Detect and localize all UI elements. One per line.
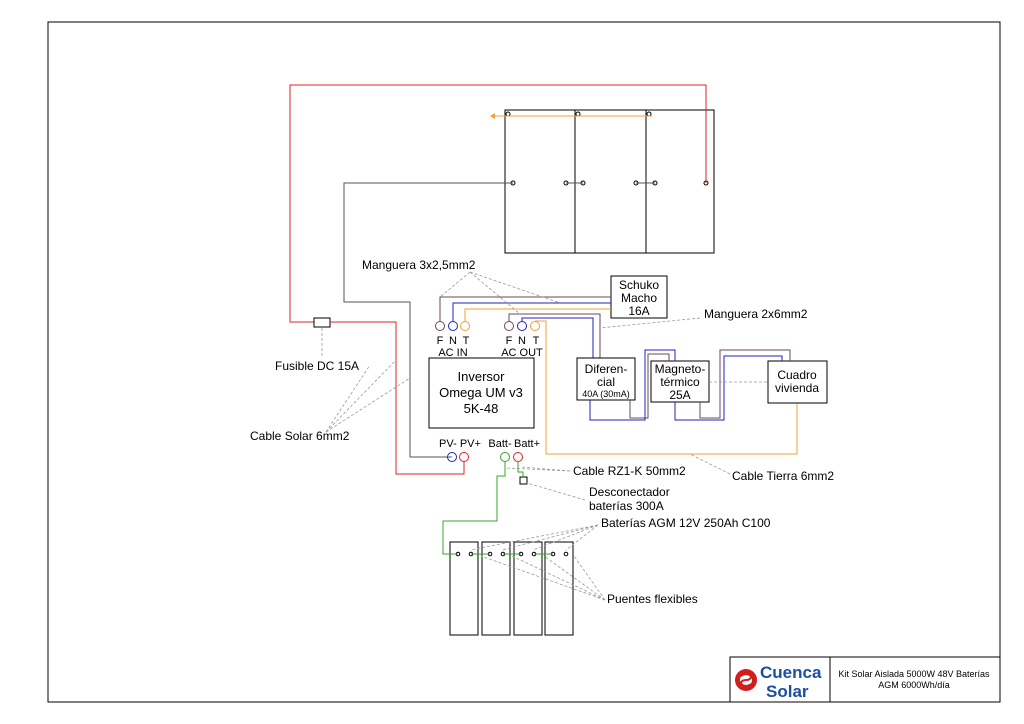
- dif-to-mag-phase: [629, 353, 670, 419]
- ac-in-f-terminal: [435, 321, 445, 331]
- magneto-label-1: Magneto-: [655, 362, 706, 376]
- pv-plus-terminal: [459, 452, 469, 462]
- ac-out-label: AC OUT: [501, 347, 543, 359]
- inverter-box: [428, 357, 535, 429]
- ac-out-t-label: T: [533, 335, 540, 347]
- cable-tierra-label: Cable Tierra 6mm2: [732, 469, 834, 483]
- ac-out-n-label: N: [518, 335, 526, 347]
- inverter-name: Inversor: [458, 369, 506, 384]
- ac-in-neutral-wire: [452, 302, 611, 321]
- cuadro-label-2: vivienda: [775, 381, 819, 395]
- battery-1: [449, 541, 479, 636]
- solar-panel-3: [645, 109, 715, 254]
- pv-positive-cable-2: [330, 321, 465, 475]
- magnetotermico-box: [650, 360, 710, 403]
- ac-out-phase-wire: [508, 313, 601, 358]
- ac-in-earth-wire: [464, 308, 611, 321]
- ac-out-f-terminal: [504, 321, 514, 331]
- ac-in-phase-wire: [439, 296, 611, 321]
- mag-to-cuadro-phase: [699, 349, 791, 419]
- manguera-2x-label: Manguera 2x6mm2: [704, 307, 808, 321]
- cable-solar-label: Cable Solar 6mm2: [250, 429, 350, 443]
- fuse-dc: [313, 317, 331, 328]
- kit-title-line-2: AGM 6000Wh/día: [878, 680, 950, 690]
- battery-4: [544, 541, 574, 636]
- kit-title-line-1: Kit Solar Aislada 5000W 48V Baterías: [838, 669, 990, 679]
- ac-in-f-label: F: [437, 335, 444, 347]
- ac-in-label: AC IN: [438, 347, 467, 359]
- inverter-code: 5K-48: [464, 401, 499, 416]
- ac-out-f-label: F: [506, 335, 513, 347]
- battery-disconnector: [519, 476, 528, 485]
- diferencial-label-1: Diferen-: [585, 362, 628, 376]
- ac-in-n-label: N: [449, 335, 457, 347]
- cable-rz1k-label: Cable RZ1-K 50mm2: [573, 464, 686, 478]
- ac-out-t-terminal: [530, 321, 540, 331]
- title-block: Cuenca Solar Kit Solar Aislada 5000W 48V…: [729, 656, 1001, 703]
- schuko-label-2: Macho: [621, 291, 657, 305]
- pv-negative-cable: [343, 182, 513, 458]
- diferencial-box: [576, 357, 636, 401]
- battery-positive-cable: [517, 461, 524, 477]
- ac-in-n-terminal: [448, 321, 458, 331]
- batt-minus-terminal: [500, 452, 510, 462]
- drawing-frame: [47, 21, 1001, 703]
- schuko-label-1: Schuko: [619, 278, 659, 292]
- batt-minus-label: Batt-: [488, 438, 512, 450]
- mag-to-cuadro-neutral: [674, 355, 783, 421]
- diferencial-label-2: cial: [597, 375, 615, 389]
- cuadro-label-1: Cuadro: [777, 368, 817, 382]
- battery-negative-cable: [442, 461, 506, 555]
- logo-cuenca: Cuenca: [760, 663, 822, 682]
- ac-out-n-terminal: [517, 321, 527, 331]
- pv-terminals-label: PV- PV+: [439, 438, 481, 450]
- cuadro-box: [767, 360, 828, 404]
- pv-positive-cable: [289, 84, 707, 323]
- desconectador-label-2: baterías 300A: [589, 499, 664, 513]
- ac-in-t-label: T: [463, 335, 470, 347]
- inverter-model: Omega UM v3: [439, 385, 523, 400]
- battery-bank: [449, 541, 574, 636]
- magneto-label-2: térmico: [660, 375, 700, 389]
- batt-plus-terminal: [513, 452, 523, 462]
- schuko-label-3: 16A: [628, 304, 649, 318]
- logo-sun-icon: [735, 669, 757, 691]
- baterias-label: Baterías AGM 12V 250Ah C100: [601, 516, 771, 530]
- logo-solar: Solar: [766, 682, 809, 701]
- ac-in-t-terminal: [460, 321, 470, 331]
- battery-2: [481, 541, 511, 636]
- fusible-label: Fusible DC 15A: [275, 359, 359, 373]
- diferencial-label-3: 40A (30mA): [582, 389, 630, 399]
- solar-panel-array: [504, 109, 715, 254]
- pv-minus-terminal: [447, 452, 457, 462]
- desconectador-label-1: Desconectador: [589, 485, 670, 499]
- puentes-label: Puentes flexibles: [607, 592, 698, 606]
- battery-3: [513, 541, 543, 636]
- magneto-label-3: 25A: [669, 388, 690, 402]
- batt-plus-label: Batt+: [514, 438, 540, 450]
- manguera-3x-label: Manguera 3x2,5mm2: [362, 258, 476, 272]
- ac-out-earth-wire: [535, 320, 798, 455]
- dif-to-mag-neutral: [589, 349, 676, 421]
- ac-out-neutral-wire: [521, 317, 594, 358]
